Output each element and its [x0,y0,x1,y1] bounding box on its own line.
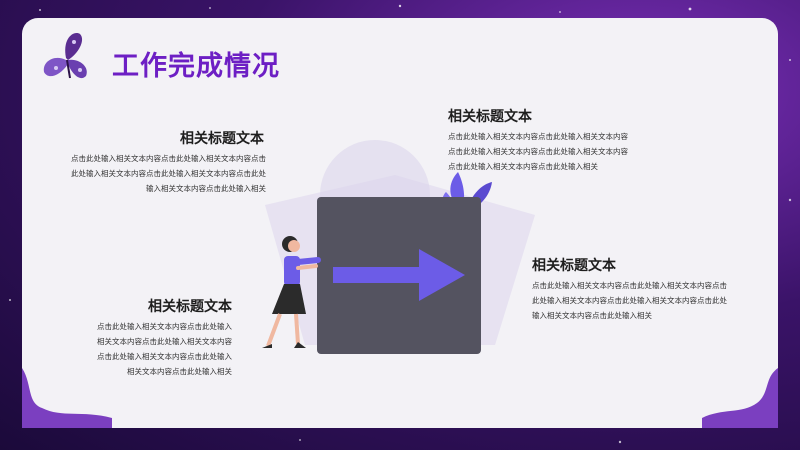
block-title-upper-left: 相关标题文本 [180,131,264,147]
text-line: 输入相关文本内容点击此处输入相关 [146,184,266,193]
block-title-upper-right: 相关标题文本 [448,109,532,125]
page-title: 工作完成情况 [112,51,280,82]
text-line: 相关文本内容点击此处输入相关文本内容 [97,337,232,346]
text-line: 点击此处输入相关文本内容点击此处输入相关 [448,162,598,171]
text-line: 此处输入相关文本内容点击此处输入相关文本内容点击此处 [532,296,727,305]
block-title-lower-right: 相关标题文本 [532,258,616,274]
block-text-lower-right: 点击此处输入相关文本内容点击此处输入相关文本内容点击 此处输入相关文本内容点击此… [532,278,746,323]
block-text-lower-left: 点击此处输入相关文本内容点击此处输入 相关文本内容点击此处输入相关文本内容 点击… [86,319,232,379]
text-line: 此处输入相关文本内容点击此处输入相关文本内容点击此处 [71,169,266,178]
text-line: 相关文本内容点击此处输入相关 [127,367,232,376]
block-text-upper-right: 点击此处输入相关文本内容点击此处输入相关文本内容 点击此处输入相关文本内容点击此… [448,129,648,174]
text-line: 点击此处输入相关文本内容点击此处输入 [97,322,232,331]
bottom-purple-wave [22,368,778,428]
text-line: 点击此处输入相关文本内容点击此处输入相关文本内容 [448,147,628,156]
block-text-upper-left: 点击此处输入相关文本内容点击此处输入相关文本内容点击 此处输入相关文本内容点击此… [60,151,266,196]
butterfly-icon [43,33,87,79]
text-line: 输入相关文本内容点击此处输入相关 [532,311,652,320]
text-line: 点击此处输入相关文本内容点击此处输入 [97,352,232,361]
arrow-right-icon [333,249,465,301]
text-line: 点击此处输入相关文本内容点击此处输入相关文本内容 [448,132,628,141]
block-title-lower-left: 相关标题文本 [148,299,232,315]
text-line: 点击此处输入相关文本内容点击此处输入相关文本内容点击 [532,281,727,290]
woman-illustration [262,236,321,348]
text-line: 点击此处输入相关文本内容点击此处输入相关文本内容点击 [71,154,266,163]
